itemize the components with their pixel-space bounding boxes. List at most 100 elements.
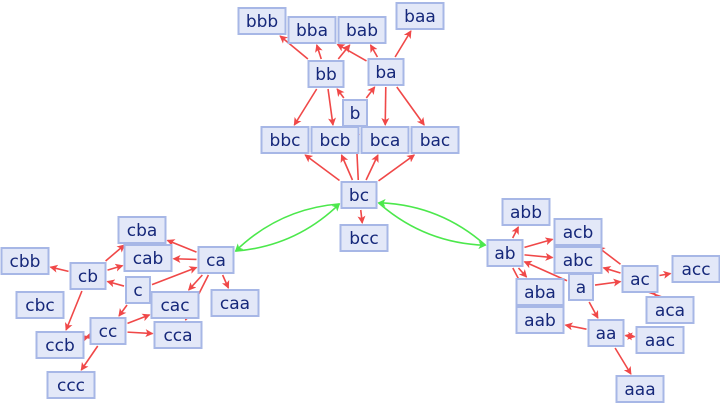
edge-bb-to-bbc [293, 88, 318, 126]
node-acc[interactable]: acc [671, 255, 720, 283]
edge-cc-to-ccc [80, 345, 99, 371]
edge-ca-to-cba [166, 239, 197, 253]
edge-bc-to-bcc [357, 209, 366, 224]
edge-bc-to-bac [378, 154, 416, 182]
node-label: bbc [270, 131, 301, 151]
node-aca[interactable]: aca [645, 296, 695, 324]
node-box [125, 276, 151, 304]
node-label: baa [404, 7, 436, 27]
edge-bc-to-ab [377, 202, 487, 250]
node-label: bca [370, 131, 401, 151]
node-label: cab [133, 249, 164, 269]
node-cca[interactable]: cca [153, 321, 203, 349]
edge-ba-to-bba [336, 43, 367, 62]
edge-ba-to-baa [394, 30, 412, 58]
edge-c-to-ca [151, 266, 198, 286]
edge-a-to-ab [523, 260, 568, 282]
node-ca[interactable]: ca [197, 246, 235, 274]
node-box [486, 239, 524, 267]
node-label: aab [524, 311, 556, 331]
node-aba[interactable]: aba [515, 278, 565, 306]
node-box [310, 126, 360, 154]
node-aaa[interactable]: aaa [615, 375, 665, 403]
node-label: aba [524, 283, 556, 303]
edge-b-to-ba [365, 86, 376, 99]
node-box [153, 321, 203, 349]
edge-cb-to-cab [107, 263, 124, 272]
node-box [615, 375, 665, 403]
node-label: ca [206, 251, 226, 271]
node-a[interactable]: a [568, 273, 594, 301]
node-label: bb [315, 65, 337, 85]
node-cba[interactable]: cba [117, 216, 167, 244]
node-b[interactable]: b [342, 99, 368, 127]
node-abc[interactable]: abc [553, 246, 603, 274]
node-label: bab [346, 21, 378, 41]
node-bca[interactable]: bca [360, 126, 410, 154]
edge-ab-to-aba [517, 267, 528, 278]
node-ba[interactable]: ba [367, 58, 405, 86]
node-box [210, 289, 260, 317]
edge-ba-to-bab [369, 44, 379, 58]
node-cbc[interactable]: cbc [15, 291, 65, 319]
edge-ab-to-abb [511, 226, 520, 239]
node-box [150, 291, 200, 319]
node-abb[interactable]: abb [501, 198, 551, 226]
node-ab[interactable]: ab [486, 239, 524, 267]
node-bac[interactable]: bac [410, 126, 460, 154]
node-bc[interactable]: bc [340, 181, 378, 209]
node-cc[interactable]: cc [89, 317, 127, 345]
edge-ca-to-cab [172, 254, 197, 263]
node-box [35, 331, 85, 359]
node-ccc[interactable]: ccc [46, 371, 96, 399]
node-bbb[interactable]: bbb [237, 7, 287, 35]
node-aab[interactable]: aab [515, 306, 565, 334]
node-box [360, 126, 410, 154]
node-box [197, 246, 235, 274]
node-ccb[interactable]: ccb [35, 331, 85, 359]
node-box [69, 262, 107, 290]
node-box [515, 278, 565, 306]
edge-aac-to-aa [624, 332, 635, 341]
node-box [515, 306, 565, 334]
node-cac[interactable]: cac [150, 291, 200, 319]
node-label: cb [78, 267, 98, 287]
node-bab[interactable]: bab [337, 16, 387, 44]
node-label: acc [681, 260, 710, 280]
node-box [287, 16, 337, 44]
edge-ca-to-cac [187, 274, 203, 291]
edge-cc-to-cac [127, 313, 151, 325]
node-label: bcc [349, 229, 378, 249]
node-aa[interactable]: aa [587, 319, 625, 347]
edge-cc-to-cca [127, 329, 154, 338]
node-c[interactable]: c [125, 276, 151, 304]
node-box [568, 273, 594, 301]
edge-aca-to-ac [653, 293, 663, 302]
node-bcc[interactable]: bcc [339, 224, 389, 252]
node-bcb[interactable]: bcb [310, 126, 360, 154]
edge-bb-to-bbb [279, 35, 309, 60]
node-bba[interactable]: bba [287, 16, 337, 44]
node-bb[interactable]: bb [307, 60, 345, 88]
node-acb[interactable]: acb [553, 218, 603, 246]
node-ac[interactable]: ac [621, 265, 659, 293]
node-cbb[interactable]: cbb [0, 247, 50, 275]
node-bbc[interactable]: bbc [260, 126, 310, 154]
edge-ac-to-abc [602, 266, 621, 274]
node-label: cca [163, 326, 192, 346]
node-cab[interactable]: cab [123, 244, 173, 272]
edge-ba-to-bac [396, 86, 425, 126]
edge-bc-to-bbc [304, 154, 340, 182]
node-box [410, 126, 460, 154]
node-box [0, 247, 50, 275]
node-label: ba [375, 63, 396, 83]
node-cb[interactable]: cb [69, 262, 107, 290]
edge-a-to-ac [594, 278, 622, 287]
node-caa[interactable]: caa [210, 289, 260, 317]
node-aac[interactable]: aac [635, 326, 685, 354]
node-label: cac [160, 296, 189, 316]
node-label: aa [596, 324, 617, 344]
node-baa[interactable]: baa [395, 2, 445, 30]
